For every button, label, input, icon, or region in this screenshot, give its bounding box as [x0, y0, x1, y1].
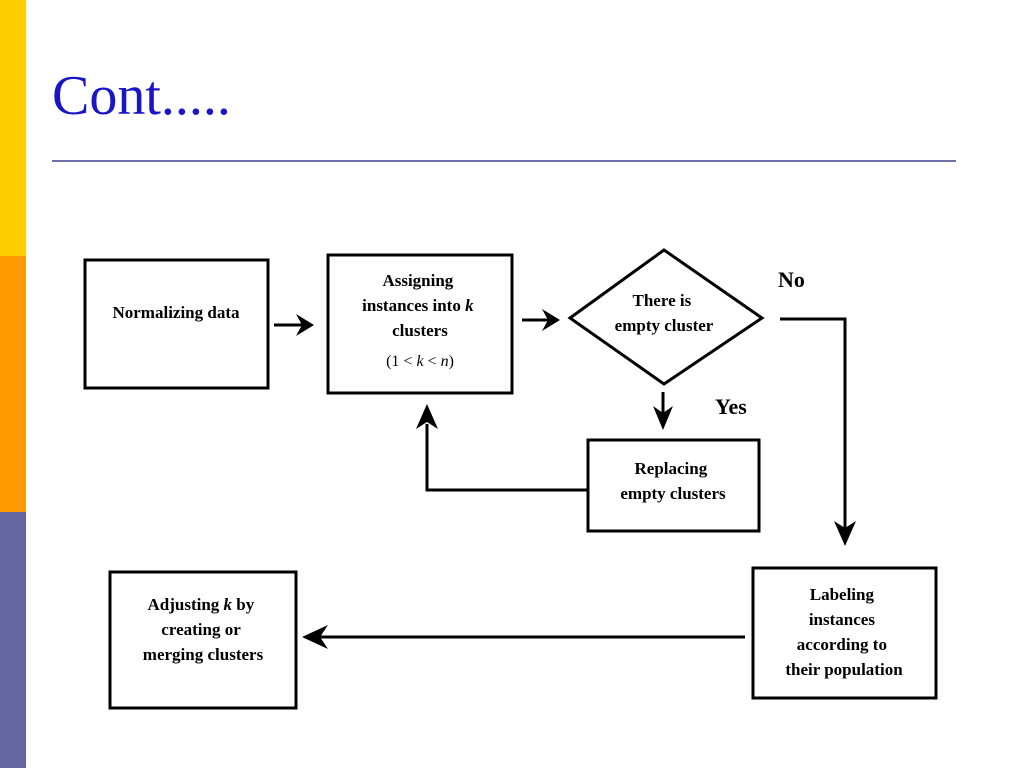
edge-normalizing-to-assigning — [274, 314, 314, 336]
edge-labeling-to-adjusting — [302, 625, 745, 649]
node-normalizing-data: Normalizing data — [83, 258, 270, 390]
edge-label-yes: Yes — [715, 394, 747, 419]
node-assigning-instances: Assigning instances into k clusters (1 <… — [326, 253, 514, 395]
arrowhead-icon — [302, 625, 328, 649]
accent-bar-top — [0, 0, 26, 256]
arrowhead-icon — [296, 314, 314, 336]
decision-label: There is empty cluster — [615, 291, 714, 335]
arrowhead-icon — [834, 521, 856, 546]
node-label: Normalizing data — [112, 303, 240, 322]
edge-assigning-to-decision — [522, 309, 560, 331]
edge-decision-yes-to-replacing — [653, 392, 673, 430]
title-divider — [52, 160, 956, 162]
node-constraint: (1 < k < n) — [386, 353, 454, 370]
arrowhead-icon — [653, 406, 673, 430]
arrowhead-icon — [416, 404, 438, 429]
node-adjusting-k: Adjusting k by creating or merging clust… — [108, 570, 298, 710]
node-label: Replacing empty clusters — [620, 459, 726, 503]
node-label: Labeling instances according to their po… — [785, 585, 903, 679]
node-label: Adjusting k by creating or merging clust… — [143, 595, 264, 664]
node-replacing-empty-clusters: Replacing empty clusters — [586, 438, 761, 533]
node-label: Assigning instances into k clusters — [362, 271, 478, 340]
node-empty-cluster-decision: There is empty cluster — [567, 248, 765, 386]
edge-decision-no-to-labeling — [780, 317, 856, 546]
slide-title: Cont..... — [52, 65, 231, 127]
node-labeling-instances: Labeling instances according to their po… — [751, 566, 938, 700]
arrowhead-icon — [542, 309, 560, 331]
edge-label-no: No — [778, 267, 805, 292]
edge-replacing-to-assigning — [416, 404, 588, 492]
accent-bar-middle — [0, 256, 26, 512]
accent-bar-bottom — [0, 512, 26, 768]
